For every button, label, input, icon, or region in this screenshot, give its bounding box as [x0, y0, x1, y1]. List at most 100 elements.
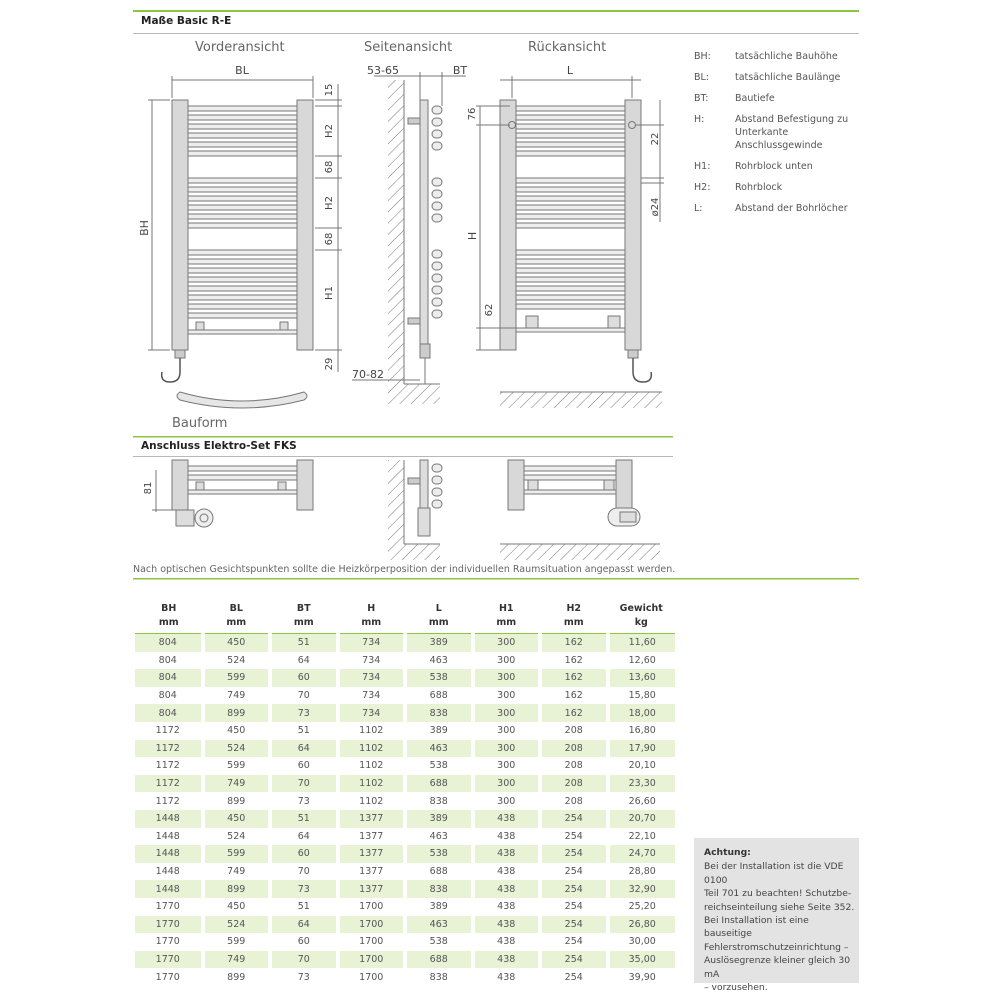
- table-cell: 254: [538, 933, 608, 951]
- dim-24: ø24: [650, 198, 661, 217]
- table-cell: 1700: [335, 915, 405, 934]
- table-cell: 60: [268, 669, 338, 687]
- legend-value: Rohrblock unten: [735, 161, 813, 172]
- table-cell: 804: [135, 704, 203, 722]
- table-cell: 1448: [155, 866, 180, 878]
- table-cell: 524: [200, 915, 270, 934]
- table-cell: 162: [538, 651, 608, 670]
- table-cell: 599: [200, 669, 270, 687]
- legend-key: H2:: [694, 182, 711, 193]
- table-cell: 734: [335, 704, 405, 722]
- dim-29: 29: [324, 358, 335, 371]
- table-cell: 1700: [335, 897, 405, 916]
- front-view-label: Vorderansicht: [195, 40, 285, 55]
- dim-h: H: [466, 232, 479, 240]
- col-unit: mm: [405, 616, 473, 634]
- table-cell: 1102: [335, 739, 405, 758]
- table-cell: 208: [538, 774, 608, 793]
- table-cell: 1770: [155, 901, 180, 913]
- table-cell: 1102: [335, 721, 405, 740]
- section2-rule-top: [133, 436, 673, 438]
- table-cell: 438: [470, 827, 540, 846]
- dim-15: 15: [324, 84, 335, 97]
- col-header-l: L: [435, 603, 442, 614]
- table-cell: 1102: [335, 757, 405, 775]
- legend-row: H2:Rohrblock: [694, 181, 874, 194]
- table-cell: 254: [538, 845, 608, 863]
- table-cell: 599: [200, 933, 270, 951]
- table-cell: 51: [268, 809, 338, 828]
- table-cell: 254: [538, 950, 608, 969]
- table-cell: 254: [538, 897, 608, 916]
- table-cell: 15,80: [605, 686, 675, 705]
- connection-detail-back: [500, 459, 660, 560]
- col-unit: kg: [607, 616, 675, 634]
- table-cell: 524: [200, 651, 270, 670]
- dim-h1: H1: [324, 286, 335, 300]
- connection-detail-front: [152, 459, 314, 528]
- table-cell: 438: [470, 933, 540, 951]
- legend-value: Abstand der Bohrlöcher: [735, 203, 848, 214]
- table-cell: 538: [403, 933, 473, 951]
- side-view-label: Seitenansicht: [364, 40, 453, 55]
- table-cell: 26,60: [605, 792, 675, 810]
- table-cell: 463: [403, 915, 473, 934]
- legend-value: tatsächliche Baulänge: [735, 72, 841, 83]
- table-cell: 688: [403, 950, 473, 969]
- table-cell: 438: [470, 950, 540, 969]
- table-cell: 749: [200, 862, 270, 881]
- legend-row: BL:tatsächliche Baulänge: [694, 71, 874, 84]
- warning-box: Achtung: Bei der Installation ist die VD…: [694, 838, 859, 993]
- table-cell: 438: [470, 880, 540, 898]
- table-cell: 73: [268, 968, 338, 986]
- col-header-h: H: [367, 603, 376, 614]
- table-cell: 1377: [335, 845, 405, 863]
- table-cell: 28,80: [605, 862, 675, 881]
- connection-detail-side: [388, 459, 443, 560]
- table-cell: 51: [268, 633, 338, 652]
- table-cell: 60: [268, 757, 338, 775]
- table-cell: 20,10: [605, 757, 675, 775]
- table-cell: 1377: [335, 827, 405, 846]
- col-header-bl: BL: [229, 603, 243, 614]
- col-unit: mm: [540, 616, 608, 634]
- section-title-dimensions: Maße Basic R-E: [141, 15, 232, 27]
- table-cell: 838: [403, 880, 473, 898]
- table-cell: 254: [538, 880, 608, 898]
- col-header-bh: BH: [161, 603, 177, 614]
- back-view-label: Rückansicht: [528, 40, 607, 55]
- table-cell: 26,80: [605, 915, 675, 934]
- table-cell: 804: [135, 669, 203, 687]
- table-cell: 1172: [135, 774, 203, 793]
- table-cell: 804: [158, 654, 177, 666]
- table-cell: 51: [268, 897, 338, 916]
- back-view-drawing: [476, 76, 664, 408]
- dim-bl: BL: [235, 64, 250, 77]
- table-cell: 17,90: [605, 739, 675, 758]
- table-cell: 300: [470, 669, 540, 687]
- table-cell: 524: [200, 827, 270, 846]
- table-cell: 899: [200, 968, 270, 986]
- table-cell: 300: [470, 721, 540, 740]
- table-cell: 749: [200, 686, 270, 705]
- table-cell: 208: [538, 739, 608, 758]
- dim-76: 76: [467, 108, 478, 121]
- col-unit: mm: [337, 616, 405, 634]
- table-cell: 51: [268, 721, 338, 740]
- table-cell: 1172: [155, 725, 180, 737]
- table-cell: 12,60: [605, 651, 675, 670]
- legend-key: BH:: [694, 51, 711, 62]
- dim-68-a: 68: [324, 161, 335, 174]
- table-cell: 254: [538, 827, 608, 846]
- table-cell: 438: [470, 862, 540, 881]
- table-cell: 1448: [135, 809, 203, 828]
- table-cell: 450: [200, 721, 270, 740]
